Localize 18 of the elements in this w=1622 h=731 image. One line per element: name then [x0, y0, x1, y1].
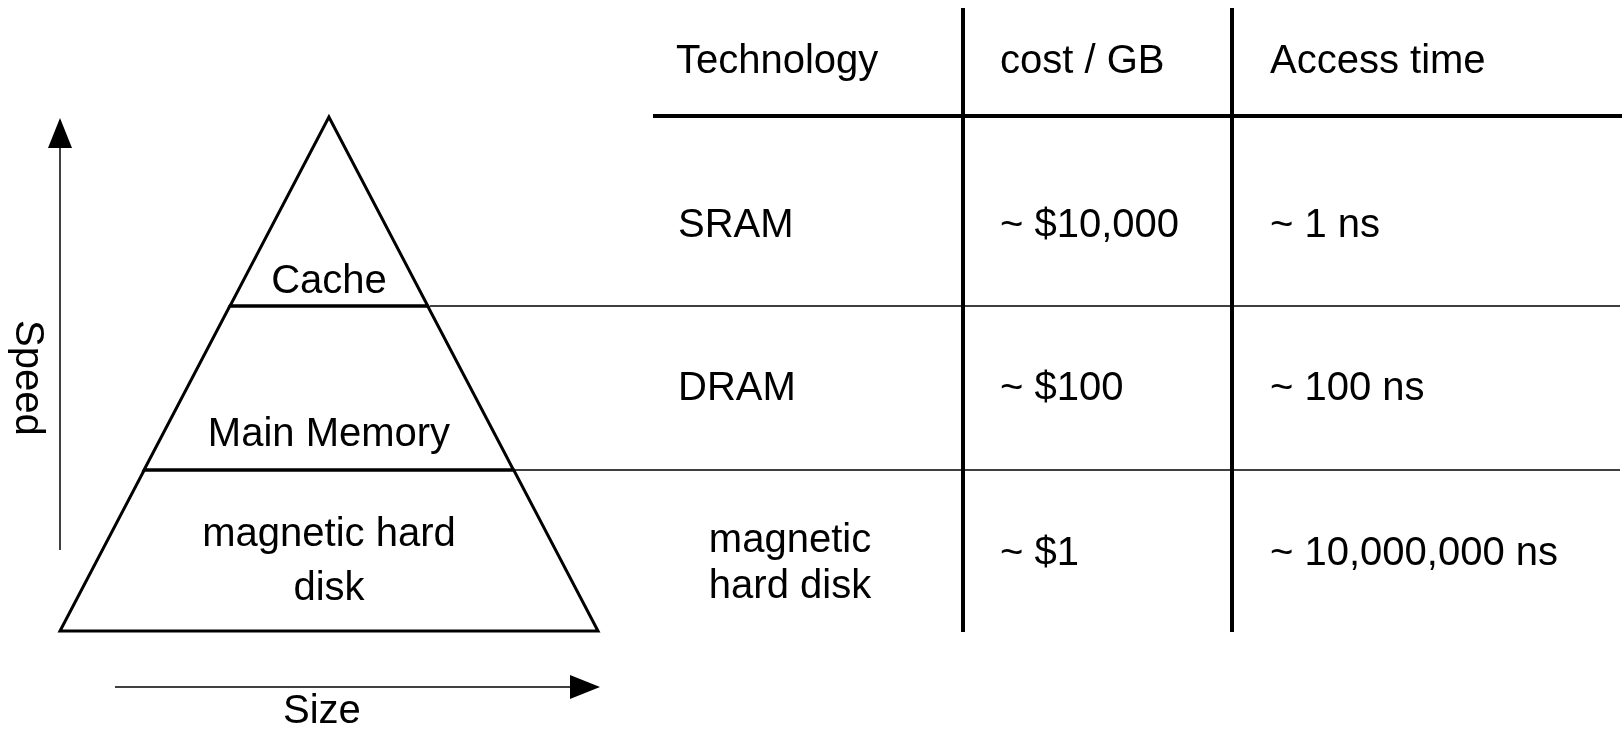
table-entry: ~ 1 ns: [1270, 200, 1381, 246]
column-header: Technology: [676, 36, 879, 82]
table-entry: ~ $100: [1000, 363, 1124, 409]
level-label: Cache: [270, 256, 388, 303]
level-label: Main Memory: [206, 409, 452, 456]
table-entry: SRAM: [678, 200, 794, 246]
table-entry: ~ 10,000,000 ns: [1270, 528, 1559, 574]
table-entry: magnetic hard disk: [707, 515, 873, 607]
column-header: cost / GB: [1000, 36, 1165, 82]
table-entry: ~ $1: [1000, 528, 1079, 574]
table-entry: DRAM: [678, 363, 796, 409]
pyramid-level: [144, 306, 514, 470]
table-entry: ~ $10,000: [1000, 200, 1180, 246]
level-label: magnetic hard disk: [201, 509, 457, 610]
pyramid-level: [60, 470, 598, 631]
column-header: Access time: [1270, 36, 1486, 82]
axis-label: Size: [283, 686, 361, 731]
table-entry: ~ 100 ns: [1270, 363, 1425, 409]
